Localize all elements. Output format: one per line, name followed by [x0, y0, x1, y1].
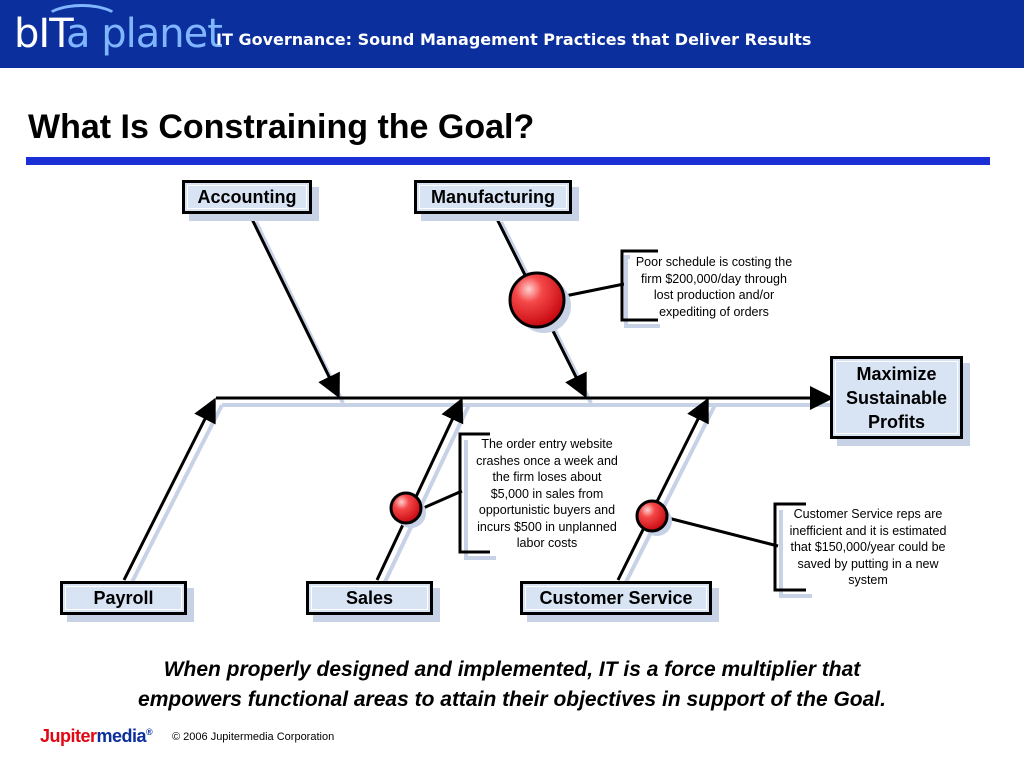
- sales-constraint-note: The order entry website crashes once a w…: [476, 437, 618, 550]
- category-box-accounting: Accounting: [182, 180, 312, 214]
- customer-service-note-bracket: [773, 502, 806, 592]
- title-divider: [26, 157, 990, 165]
- bita-planet-logo: bITa planet: [14, 11, 223, 57]
- manufacturing-constraint-marker: [508, 271, 566, 329]
- sales-note-bracket: [458, 432, 490, 554]
- category-box-sales: Sales: [306, 581, 433, 615]
- customer-service-bone-arrow: [616, 397, 709, 581]
- category-box-manufacturing: Manufacturing: [414, 180, 572, 214]
- sales-bone-arrow: [375, 397, 464, 581]
- copyright-text: © 2006 Jupitermedia Corporation: [172, 731, 335, 743]
- jupitermedia-logo: Jupitermedia®: [40, 726, 153, 746]
- page-title: What Is Constraining the Goal?: [28, 108, 535, 146]
- logo-arc-icon: [44, 4, 120, 36]
- manufacturing-note-bracket: [620, 249, 658, 322]
- header-banner: bITa planet IT Governance: Sound Managem…: [0, 0, 1024, 68]
- customer-service-constraint-marker: [635, 499, 669, 533]
- sales-note-bracket-shadow: [464, 440, 496, 560]
- customer-service-callout-line: [667, 516, 779, 548]
- customer-service-note-bracket-shadow: [779, 510, 812, 598]
- manufacturing-callout-line: [564, 282, 625, 298]
- sales-constraint-marker: [389, 491, 423, 525]
- goal-box: Maximize Sustainable Profits: [830, 356, 963, 439]
- manufacturing-note-bracket-shadow: [624, 255, 660, 328]
- accounting-bone-arrow: [248, 214, 340, 399]
- customer-service-constraint-note: Customer Service reps are inefficient an…: [789, 507, 947, 587]
- category-box-customer-service: Customer Service: [520, 581, 712, 615]
- payroll-bone-arrow: [122, 397, 216, 581]
- category-box-payroll: Payroll: [60, 581, 187, 615]
- sales-callout-line: [420, 489, 463, 511]
- banner-title: IT Governance: Sound Management Practice…: [216, 30, 812, 49]
- summary-statement: When properly designed and implemented, …: [138, 658, 886, 711]
- manufacturing-constraint-note: Poor schedule is costing the firm $200,0…: [635, 255, 793, 319]
